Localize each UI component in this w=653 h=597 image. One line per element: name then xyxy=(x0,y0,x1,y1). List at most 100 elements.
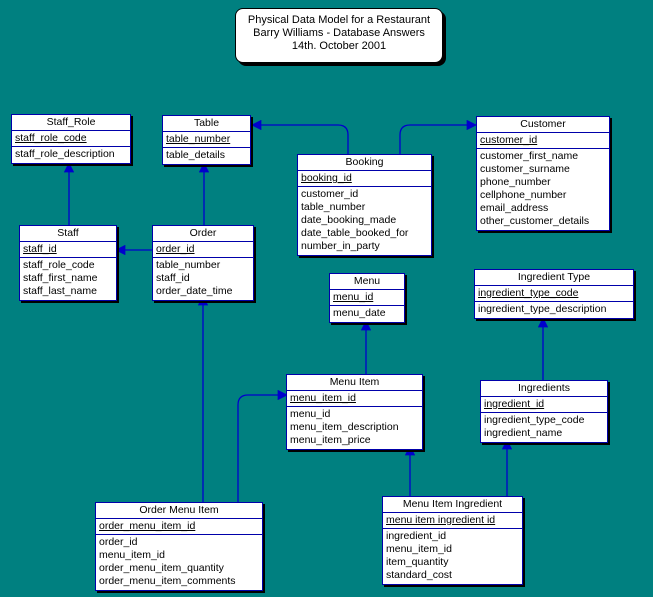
attribute-field: customer_id xyxy=(301,188,359,200)
primary-key-field: staff_role_code xyxy=(15,132,87,144)
entity-name: Order Menu Item xyxy=(96,503,262,519)
entity-name: Menu xyxy=(330,274,404,290)
attribute-field: number_in_party xyxy=(301,240,380,252)
entity-name: Staff_Role xyxy=(12,115,130,131)
attribute-field: phone_number xyxy=(480,176,551,188)
primary-key-section: menu_item_id xyxy=(287,391,422,407)
attribute-field: order_menu_item_quantity xyxy=(99,562,224,574)
attribute-field: cellphone_number xyxy=(480,189,567,201)
attribute-field: table_number xyxy=(156,259,221,271)
primary-key-section: booking_id xyxy=(298,171,431,187)
title-line-3: 14th. October 2001 xyxy=(291,40,387,52)
entity-name: Staff xyxy=(20,226,116,242)
attribute-field: menu_item_description xyxy=(290,421,399,433)
attribute-field: menu_item_price xyxy=(290,434,371,446)
primary-key-section: order_id xyxy=(153,242,253,258)
entity-name: Ingredient Type xyxy=(475,270,633,286)
attribute-field: staff_id xyxy=(156,272,190,284)
attribute-field: order_id xyxy=(99,536,138,548)
primary-key-field: menu item ingredient id xyxy=(386,514,496,526)
entity-name: Order xyxy=(153,226,253,242)
attribute-field: menu_date xyxy=(333,307,386,319)
attribute-section: menu_date xyxy=(330,306,404,322)
entity-name: Table xyxy=(163,116,250,132)
ordermenuitem-menuitem-link xyxy=(237,389,289,503)
primary-key-section: table_number xyxy=(163,132,250,148)
attribute-section: table_details xyxy=(163,148,250,164)
title-line-1: Physical Data Model for a Restaurant xyxy=(247,14,431,26)
attribute-field: staff_first_name xyxy=(23,272,98,284)
entity-name: Booking xyxy=(298,155,431,171)
attribute-field: table_details xyxy=(166,149,225,161)
primary-key-section: menu_id xyxy=(330,290,404,306)
title-line-2: Barry Williams - Database Answers xyxy=(253,27,425,39)
primary-key-section: order_menu_item_id xyxy=(96,519,262,535)
attribute-section: staff_role_description xyxy=(12,147,130,163)
attribute-field: ingredient_id xyxy=(386,530,447,542)
attribute-field: menu_id xyxy=(290,408,331,420)
entity-name: Ingredients xyxy=(481,381,607,397)
attribute-field: menu_item_id xyxy=(386,543,452,555)
attribute-field: staff_last_name xyxy=(23,285,97,297)
primary-key-section: ingredient_id xyxy=(481,397,607,413)
attribute-field: other_customer_details xyxy=(480,215,590,227)
primary-key-field: order_menu_item_id xyxy=(99,520,196,532)
primary-key-field: menu_id xyxy=(333,291,374,303)
attribute-field: standard_cost xyxy=(386,569,452,581)
attribute-field: order_menu_item_comments xyxy=(99,575,236,587)
attribute-field: email_address xyxy=(480,202,549,214)
attribute-field: item_quantity xyxy=(386,556,449,568)
attribute-field: staff_role_description xyxy=(15,148,115,160)
booking-table-link xyxy=(250,119,349,155)
attribute-field: order_date_time xyxy=(156,285,233,297)
attribute-field: menu_item_id xyxy=(99,549,165,561)
primary-key-section: ingredient_type_code xyxy=(475,286,633,302)
entity-name: Menu Item xyxy=(287,375,422,391)
booking-customer-link xyxy=(399,119,478,155)
attribute-section: ingredient_type_description xyxy=(475,302,633,318)
attribute-field: customer_surname xyxy=(480,163,570,175)
attribute-field: table_number xyxy=(301,201,366,213)
primary-key-field: ingredient_id xyxy=(484,398,545,410)
attribute-field: date_booking_made xyxy=(301,214,397,226)
attribute-field: ingredient_name xyxy=(484,427,563,439)
primary-key-section: customer_id xyxy=(477,133,609,149)
primary-key-field: booking_id xyxy=(301,172,352,184)
attribute-field: ingredient_type_code xyxy=(484,414,585,426)
attribute-field: ingredient_type_description xyxy=(478,303,607,315)
primary-key-section: staff_role_code xyxy=(12,131,130,147)
attribute-field: customer_first_name xyxy=(480,150,579,162)
primary-key-field: table_number xyxy=(166,133,231,145)
primary-key-field: customer_id xyxy=(480,134,538,146)
attribute-field: date_table_booked_for xyxy=(301,227,409,239)
primary-key-field: ingredient_type_code xyxy=(478,287,579,299)
primary-key-field: staff_id xyxy=(23,243,57,255)
primary-key-section: menu item ingredient id xyxy=(383,513,522,529)
entity-name: Menu Item Ingredient xyxy=(383,497,522,513)
entity-name: Customer xyxy=(477,117,609,133)
primary-key-section: staff_id xyxy=(20,242,116,258)
diagram-title-box: Physical Data Model for a Restaurant Bar… xyxy=(235,8,443,63)
attribute-field: staff_role_code xyxy=(23,259,95,271)
